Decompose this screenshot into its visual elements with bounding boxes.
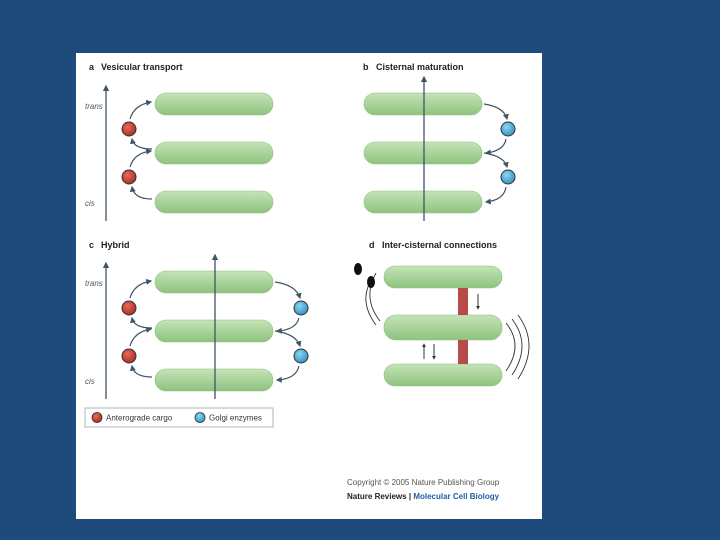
legend-box — [84, 407, 274, 428]
panel-c-title: Hybrid — [101, 240, 130, 250]
panel-c-arrow-2 — [130, 316, 153, 329]
panel-d-right-arc-3 — [517, 314, 530, 380]
panel-a-cargo-vesicle-upper — [121, 121, 137, 137]
panel-c: c Hybrid trans cis — [85, 240, 309, 399]
panel-a-arrow-3 — [129, 148, 153, 168]
panel-a-arrow-2 — [130, 137, 153, 150]
legend-cargo-swatch — [91, 412, 103, 423]
legend-enzymes-label: Golgi enzymes — [209, 414, 262, 423]
panel-c-cisterna-trans — [154, 270, 274, 294]
panel-a-title: Vesicular transport — [101, 62, 183, 72]
panel-d-right-arc-2 — [511, 318, 523, 376]
panel-c-arrow-8 — [275, 365, 300, 383]
panel-d: d Inter-cisternal connections — [354, 240, 530, 387]
panel-b-enzyme-vesicle-upper — [500, 121, 516, 137]
panel-b-enzyme-vesicle-lower — [500, 169, 516, 185]
panel-c-cis-label: cis — [85, 377, 95, 386]
panel-b: b Cisternal maturation — [363, 62, 516, 221]
panel-d-black-vesicle-1 — [354, 263, 362, 275]
panel-c-enzyme-vesicle-upper — [293, 300, 309, 316]
panel-d-black-vesicle-2 — [367, 276, 375, 288]
panel-c-arrow-4 — [129, 364, 153, 378]
legend-enzymes-swatch — [194, 412, 206, 423]
panel-a-arrow-4 — [129, 185, 153, 200]
panel-c-arrow-5 — [274, 281, 302, 300]
panel-b-arrow-4 — [484, 186, 507, 205]
panel-d-cisterna-top — [383, 265, 503, 289]
golgi-transport-figure: a Vesicular transport trans cis b Cister… — [76, 53, 542, 519]
panel-b-cisterna-trans — [363, 92, 483, 116]
panel-d-cisterna-bottom — [383, 363, 503, 387]
legend-cargo-label: Anterograde cargo — [106, 414, 173, 423]
panel-b-cisterna-medial — [363, 141, 483, 165]
panel-c-cisterna-medial — [154, 319, 274, 343]
panel-b-letter: b — [363, 62, 369, 72]
panel-b-arrow-3 — [483, 152, 509, 169]
panel-c-arrow-7 — [274, 330, 302, 348]
panel-a-cargo-vesicle-lower — [121, 169, 137, 185]
figure-canvas: a Vesicular transport trans cis b Cister… — [84, 62, 530, 501]
panel-c-cargo-vesicle-lower — [121, 348, 137, 364]
panel-a-letter: a — [89, 62, 95, 72]
panel-b-arrow-1 — [483, 103, 509, 121]
journal-separator: | — [409, 492, 411, 501]
panel-c-arrow-6 — [275, 317, 300, 334]
panel-d-title: Inter-cisternal connections — [382, 240, 497, 250]
panel-b-title: Cisternal maturation — [376, 62, 464, 72]
panel-a-cis-label: cis — [85, 199, 95, 208]
panel-c-arrow-3 — [129, 326, 153, 347]
panel-c-arrow-1 — [129, 278, 153, 299]
panel-c-cisterna-cis — [154, 368, 274, 392]
panel-a-trans-label: trans — [85, 102, 103, 111]
panel-a: a Vesicular transport trans cis — [85, 62, 274, 221]
panel-d-right-arc-1 — [505, 322, 516, 372]
panel-c-trans-label: trans — [85, 279, 103, 288]
panel-a-cisterna-medial — [154, 141, 274, 165]
panel-c-cargo-vesicle-upper — [121, 300, 137, 316]
credit: Copyright © 2005 Nature Publishing Group… — [347, 478, 500, 501]
journal-section: Molecular Cell Biology — [413, 492, 499, 501]
journal-name: Nature Reviews | Molecular Cell Biology — [347, 492, 500, 501]
panel-a-cisterna-cis — [154, 190, 274, 214]
panel-a-arrow-1 — [129, 99, 153, 120]
panel-d-letter: d — [369, 240, 375, 250]
panel-d-connection-upper — [458, 288, 468, 315]
journal-name-part: Nature Reviews — [347, 492, 407, 501]
panel-a-cisterna-trans — [154, 92, 274, 116]
panel-c-letter: c — [89, 240, 94, 250]
panel-c-enzyme-vesicle-lower — [293, 348, 309, 364]
panel-d-cisterna-middle — [383, 314, 503, 341]
legend: Anterograde cargo Golgi enzymes — [84, 407, 274, 428]
panel-b-arrow-2 — [484, 138, 507, 156]
panel-d-left-arc-1 — [369, 272, 381, 322]
copyright-text: Copyright © 2005 Nature Publishing Group — [347, 478, 500, 487]
panel-d-connection-lower — [458, 340, 468, 364]
panel-b-cisterna-cis — [363, 190, 483, 214]
